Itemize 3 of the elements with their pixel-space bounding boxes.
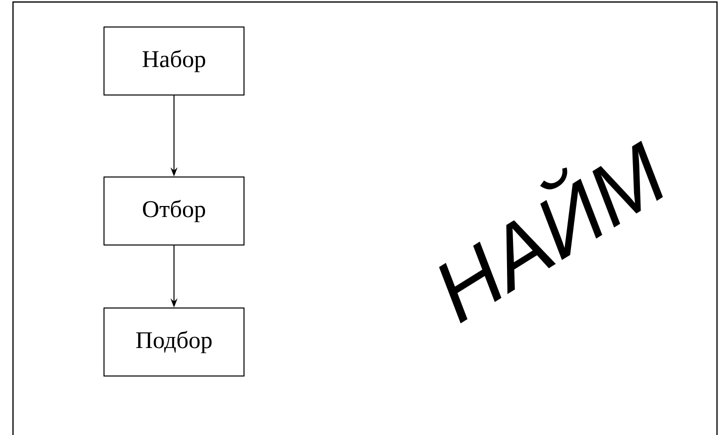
process-box: Отбор: [104, 176, 244, 246]
process-box: Набор: [104, 26, 244, 96]
process-box: Подбор: [104, 308, 244, 376]
